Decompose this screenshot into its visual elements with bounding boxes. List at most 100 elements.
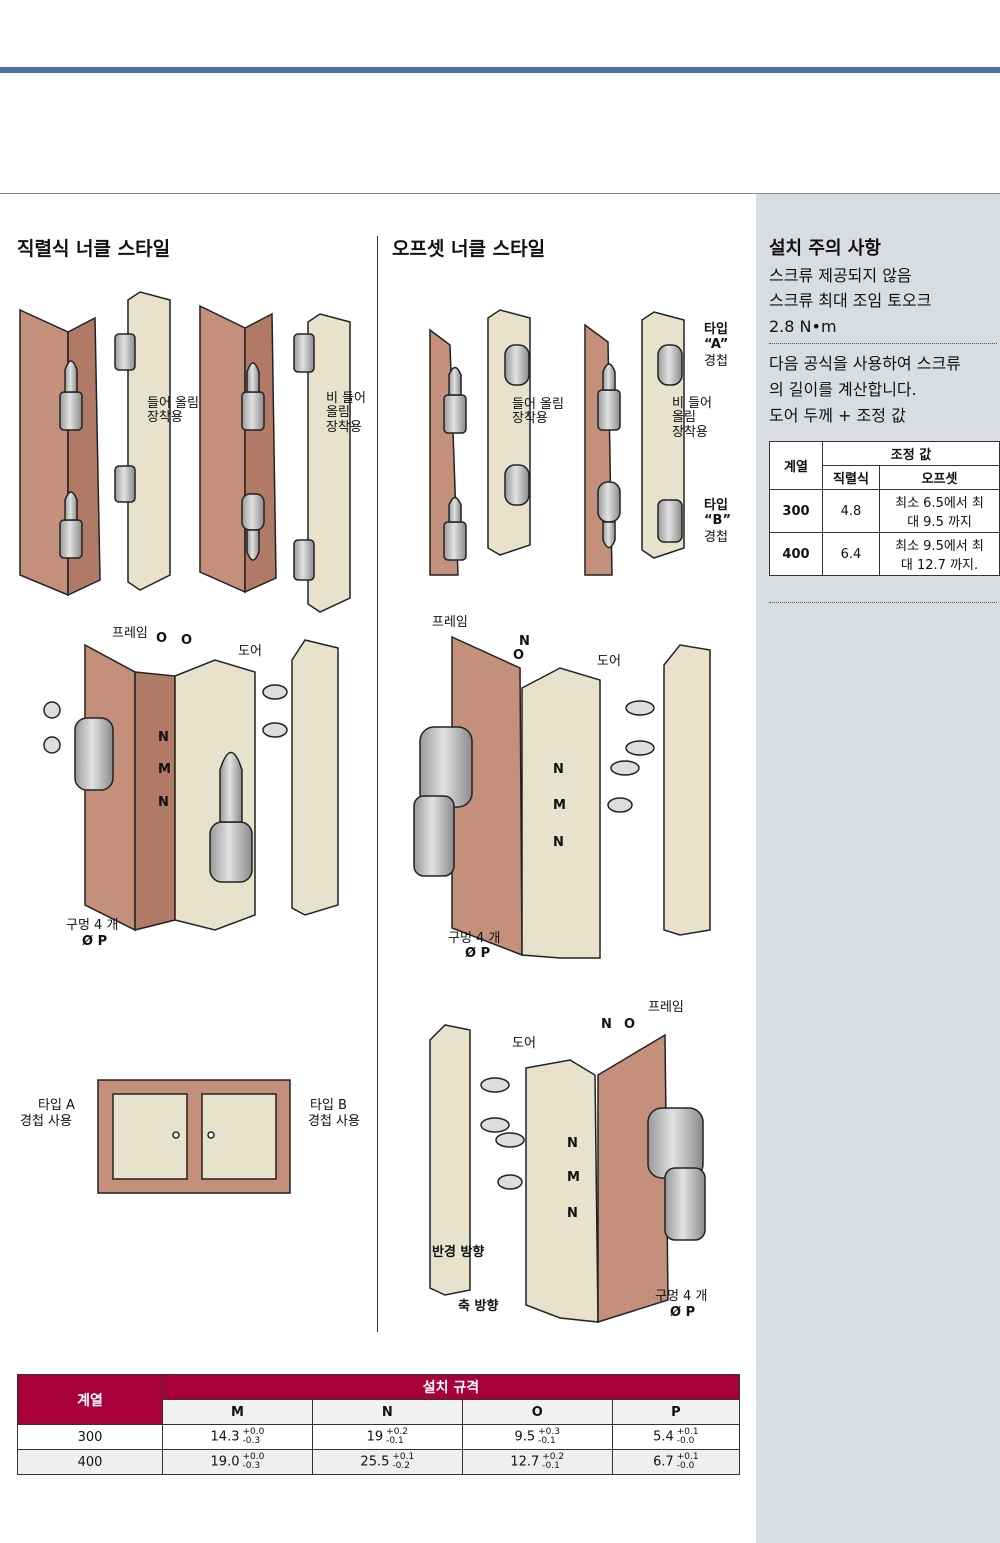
adj-offset-line2: 대 12.7 까지. (900, 558, 979, 573)
top-accent-bar (0, 67, 1000, 73)
spec-row-series: 300 (17, 1424, 163, 1450)
sidebar-dotted-rule (769, 343, 997, 344)
label-liftoff-2a: 들어 올림 (512, 397, 564, 412)
label-type-a-1: 타입 (704, 322, 728, 337)
tol-lower: -0.2 (392, 1461, 410, 1471)
label-frame-2: 프레임 (432, 615, 468, 630)
label-type-a-use-2: 경첩 사용 (20, 1114, 72, 1129)
tol-upper: +0.2 (542, 1452, 565, 1462)
sidebar-formula-2: 의 길이를 계산합니다. (769, 380, 917, 399)
spec-tolerance: +0.1-0.2 (392, 1453, 414, 1471)
label-nonliftoff-2c: 장착용 (672, 425, 708, 440)
label-type-a-use-1: 타입 A (38, 1098, 75, 1113)
label-holes-1a: 구멍 4 개 (66, 918, 119, 933)
spec-cell-p: 5.4+0.1-0.0 (611, 1424, 741, 1450)
label-nonliftoff-1b: 올림 (326, 405, 350, 420)
label-type-b-3: 경첩 (704, 530, 728, 545)
label-holes-1b: Ø P (82, 934, 108, 949)
adj-row-straight: 4.8 (822, 489, 880, 533)
fig-straight-exploded (43, 639, 339, 932)
dim-n-2: N (519, 634, 530, 649)
dim-n-2a: N (553, 762, 564, 777)
dim-n-1b: N (158, 795, 169, 810)
heading-straight: 직렬식 너클 스타일 (17, 238, 171, 260)
spec-col-o: O (461, 1399, 613, 1425)
adj-col-adjust: 조정 값 (822, 441, 1000, 466)
spec-value: 14.3 (210, 1429, 240, 1445)
dim-o-3: O (624, 1017, 636, 1032)
spec-col-m: M (162, 1399, 313, 1425)
label-holes-2a: 구멍 4 개 (448, 931, 501, 946)
label-nonliftoff-2a: 비 들어 (672, 396, 713, 411)
label-door-3: 도어 (512, 1036, 536, 1051)
dim-m-2: M (553, 798, 566, 813)
fig-straight-liftoff (19, 291, 171, 597)
adj-col-straight: 직렬식 (822, 465, 880, 490)
dim-m-3: M (567, 1170, 580, 1185)
adj-row-series: 400 (769, 532, 823, 576)
tol-lower: -0.1 (386, 1436, 404, 1446)
spec-value: 19.0 (210, 1454, 240, 1470)
sidebar-line-2: 스크류 최대 조임 토오크 (769, 291, 932, 310)
adj-offset-line1: 최소 6.5에서 최 (895, 496, 984, 511)
spec-cell-n: 19+0.2-0.1 (311, 1424, 463, 1450)
sidebar-panel (756, 194, 1000, 1543)
sidebar-title: 설치 주의 사항 (769, 238, 881, 259)
tol-upper: +0.3 (538, 1427, 560, 1437)
spec-value: 25.5 (360, 1454, 390, 1470)
fig-offset-exploded-mirror (429, 1024, 706, 1324)
spec-tolerance: +0.2-0.1 (542, 1453, 564, 1471)
label-liftoff-2b: 장착용 (512, 411, 548, 426)
label-liftoff-1b: 장착용 (147, 410, 183, 425)
adj-offset-line1: 최소 9.5에서 최 (895, 539, 984, 554)
fig-straight-nonliftoff (199, 304, 351, 613)
tol-lower: -0.3 (242, 1436, 261, 1446)
spec-tolerance: +0.0-0.3 (242, 1453, 264, 1471)
dim-n-3b: N (567, 1206, 578, 1221)
spec-col-p: P (611, 1399, 741, 1425)
label-frame-1: 프레임 (112, 626, 148, 641)
spec-col-n: N (311, 1399, 463, 1425)
sidebar-formula-3: 도어 두께 + 조정 값 (769, 406, 906, 425)
tol-upper: +0.1 (392, 1452, 415, 1462)
spec-value: 9.5 (514, 1429, 536, 1445)
fig-double-door (97, 1079, 291, 1194)
dim-o-2: O (513, 648, 525, 663)
sidebar-formula-1: 다음 공식을 사용하여 스크류 (769, 354, 961, 373)
spec-tolerance: +0.1-0.0 (677, 1428, 699, 1446)
spec-value: 12.7 (510, 1454, 540, 1470)
spec-value: 5.4 (653, 1429, 674, 1445)
fig-offset-exploded (413, 635, 711, 959)
label-type-a-3: 경첩 (704, 354, 728, 369)
label-holes-2b: Ø P (465, 946, 491, 961)
spec-value: 19 (366, 1429, 384, 1445)
tol-lower: -0.1 (538, 1436, 556, 1446)
fig-offset-nonliftoff (584, 311, 685, 576)
header-divider (0, 193, 1000, 194)
label-type-b-1: 타입 (704, 498, 728, 513)
label-type-b-use-1: 타입 B (310, 1098, 347, 1113)
spec-value: 6.7 (653, 1454, 674, 1470)
adj-offset-line2: 대 9.5 까지 (907, 515, 972, 530)
spec-cell-o: 12.7+0.2-0.1 (461, 1449, 613, 1475)
label-holes-3a: 구멍 4 개 (655, 1289, 708, 1304)
spec-row-series: 400 (17, 1449, 163, 1475)
label-radial: 반경 방향 (432, 1245, 485, 1260)
spec-tolerance: +0.1-0.0 (677, 1453, 699, 1471)
tol-lower: -0.0 (676, 1436, 695, 1446)
dim-m-1: M (158, 762, 171, 777)
fig-offset-liftoff (429, 309, 531, 576)
label-nonliftoff-1c: 장착용 (326, 420, 362, 435)
label-door-1: 도어 (238, 644, 262, 659)
spec-cell-m: 19.0+0.0-0.3 (162, 1449, 313, 1475)
label-nonliftoff-2b: 올림 (672, 410, 696, 425)
sidebar-line-3: 2.8 N•m (769, 317, 837, 336)
sidebar-dotted-rule-2 (769, 602, 997, 603)
spec-cell-n: 25.5+0.1-0.2 (311, 1449, 463, 1475)
label-nonliftoff-1a: 비 들어 (326, 391, 367, 406)
tol-upper: +0.1 (676, 1452, 699, 1462)
dim-n-3a: N (567, 1136, 578, 1151)
dim-n-1a: N (158, 730, 169, 745)
